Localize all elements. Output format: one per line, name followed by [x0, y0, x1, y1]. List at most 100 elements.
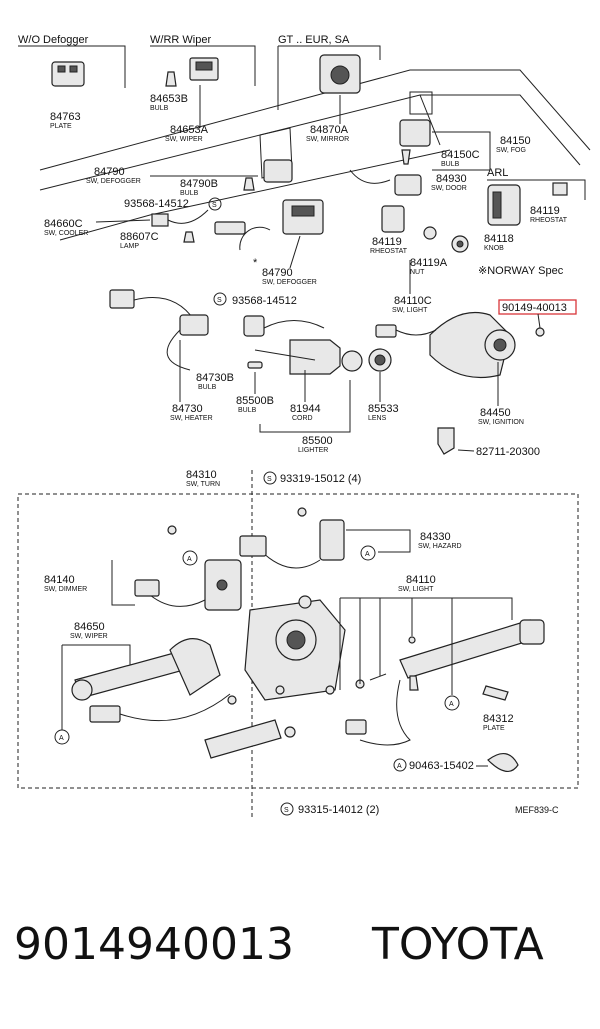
svg-text:SW, DEFOGGER: SW, DEFOGGER	[262, 279, 317, 286]
svg-text:84653A: 84653A	[170, 124, 209, 136]
part-84310-turn-switch-icon	[244, 595, 346, 701]
callout-norway-spec: ※NORWAY Spec	[478, 265, 564, 277]
callout-84118: 84118 KNOB	[484, 233, 514, 252]
svg-text:S: S	[212, 202, 217, 209]
svg-text:90463-15402: 90463-15402	[409, 760, 474, 772]
svg-text:SW, TURN: SW, TURN	[186, 481, 220, 488]
part-84930-door-icon	[349, 169, 422, 196]
svg-text:84150C: 84150C	[441, 149, 480, 161]
svg-text:SW, DOOR: SW, DOOR	[431, 185, 467, 192]
svg-text:S: S	[284, 807, 289, 814]
callout-84730b: 84730B BULB	[196, 372, 234, 391]
svg-text:BULB: BULB	[180, 190, 199, 197]
svg-text:BULB: BULB	[150, 105, 169, 112]
callout-84150c: 84150C BULB	[441, 149, 480, 168]
callout-84119-arl: 84119 RHEOSTAT	[530, 205, 568, 224]
part-84650-wiper-switch-icon	[71, 638, 237, 723]
part-84110-light-switch-icon	[325, 619, 545, 746]
svg-text:93568-14512: 93568-14512	[232, 295, 297, 307]
callout-81944: 81944 CORD	[290, 370, 321, 422]
svg-text:SW, LIGHT: SW, LIGHT	[392, 307, 428, 314]
svg-text:LAMP: LAMP	[120, 243, 139, 250]
svg-text:RHEOSTAT: RHEOSTAT	[370, 248, 408, 255]
svg-text:CORD: CORD	[292, 415, 313, 422]
svg-text:84150: 84150	[500, 135, 531, 147]
svg-text:SW, FOG: SW, FOG	[496, 147, 526, 154]
svg-text:NUT: NUT	[410, 269, 425, 276]
callout-84119a: 84119A NUT	[410, 257, 448, 276]
callout-84790b: 84790B BULB	[180, 178, 218, 197]
part-90463-grommet-icon	[487, 753, 519, 772]
brand-name: TOYOTA	[372, 919, 544, 970]
part-connector-block-icon	[204, 719, 296, 759]
part-84119-arl-rheostat-icon	[487, 182, 568, 226]
part-84140-dimmer-icon	[134, 525, 242, 611]
part-84653-wiper-icon	[165, 57, 219, 87]
callout-85500: 85500 LIGHTER	[259, 380, 351, 454]
svg-text:84660C: 84660C	[44, 218, 83, 230]
svg-text:A: A	[397, 763, 402, 770]
svg-text:PLATE: PLATE	[50, 123, 72, 130]
svg-text:84110: 84110	[406, 574, 436, 586]
callout-84653a: 84653A SW, WIPER	[165, 85, 209, 143]
svg-text:88607C: 88607C	[120, 231, 159, 243]
callout-84653b: 84653B BULB	[150, 93, 188, 112]
callout-84730: 84730 SW, HEATER	[170, 340, 213, 422]
svg-text:S: S	[217, 297, 222, 304]
part-84730-heater-icon	[109, 289, 209, 371]
part-84118-knob-icon	[451, 235, 469, 253]
figure-code: MEF839-C	[515, 805, 559, 815]
callout-93319: S 93319-15012 (4)	[263, 471, 361, 485]
svg-text:84730: 84730	[172, 403, 203, 415]
callout-84450: 84450 SW, IGNITION	[478, 362, 524, 426]
svg-text:LENS: LENS	[368, 415, 387, 422]
svg-text:85533: 85533	[368, 403, 399, 415]
part-84150-fog-icon	[399, 119, 431, 165]
svg-text:84930: 84930	[436, 173, 467, 185]
svg-text:LIGHTER: LIGHTER	[298, 447, 328, 454]
svg-text:SW, DEFOGGER: SW, DEFOGGER	[86, 178, 141, 185]
callout-84140: 84140 SW, DIMMER	[44, 560, 135, 606]
svg-text:90149-40013: 90149-40013	[502, 302, 567, 314]
svg-text:84110C: 84110C	[394, 295, 432, 307]
part-84870a-mirror-icon	[319, 54, 361, 94]
callout-arl-section: ARL	[487, 167, 586, 200]
section-bracket-wo-defogger	[18, 45, 126, 88]
dashboard-panel	[39, 69, 591, 251]
callout-84763: 84763 PLATE	[50, 111, 81, 130]
part-82711-clip-icon	[437, 427, 455, 455]
svg-text:84119: 84119	[372, 236, 402, 248]
svg-text:SW, IGNITION: SW, IGNITION	[478, 419, 524, 426]
svg-text:SW, HEATER: SW, HEATER	[170, 415, 213, 422]
part-footer: 9014940013 TOYOTA	[0, 915, 600, 995]
svg-text:84118: 84118	[484, 233, 514, 245]
svg-text:93568-14512: 93568-14512	[124, 198, 189, 210]
callout-90149-highlight: 90149-40013	[498, 299, 577, 329]
callout-85500b: 85500B BULB	[236, 372, 274, 414]
callout-82711: 82711-20300	[457, 446, 540, 458]
svg-text:84790: 84790	[94, 166, 125, 178]
svg-text:84119A: 84119A	[410, 257, 448, 269]
parts-diagram: W/O Defogger W/RR Wiper GT .. EUR, SA	[17, 34, 591, 820]
callout-84870a: 84870A SW, MIRROR	[306, 95, 349, 143]
callout-84650: 84650 SW, WIPER A	[54, 621, 131, 745]
svg-text:SW, MIRROR: SW, MIRROR	[306, 136, 349, 143]
callout-84930: 84930 SW, DOOR	[431, 173, 467, 192]
callout-84119-mid: 84119 RHEOSTAT	[370, 236, 408, 255]
svg-text:82711-20300: 82711-20300	[476, 446, 540, 458]
callout-84660c: 84660C SW, COOLER	[44, 218, 151, 237]
svg-text:84312: 84312	[483, 713, 514, 725]
svg-text:84763: 84763	[50, 111, 81, 123]
turn-switch-frame	[17, 493, 579, 789]
svg-text:84653B: 84653B	[150, 93, 188, 105]
svg-text:A: A	[365, 551, 370, 558]
callout-84312: 84312 PLATE	[483, 713, 514, 732]
svg-text:84450: 84450	[480, 407, 511, 419]
part-84119-rheostat-mid-icon	[381, 205, 437, 240]
svg-text:*: *	[253, 257, 258, 269]
svg-text:85500: 85500	[302, 435, 333, 447]
callout-93315: S 93315-14012 (2)	[280, 802, 379, 816]
svg-text:84140: 84140	[44, 574, 75, 586]
svg-text:84310: 84310	[186, 469, 217, 481]
svg-text:81944: 81944	[290, 403, 321, 415]
